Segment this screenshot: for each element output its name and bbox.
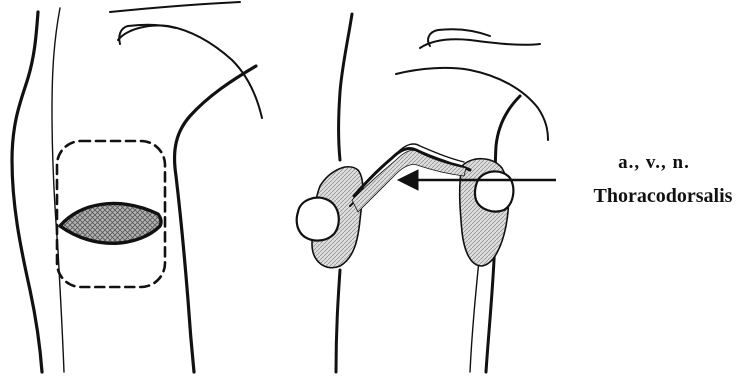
left-arm-outer-contour: [110, 2, 240, 12]
left-axilla-contour: [118, 26, 262, 118]
left-lateral-chest-contour: [175, 66, 256, 372]
right-inner-torso-line: [470, 250, 480, 372]
skin-paddle-ellipse: [60, 204, 161, 244]
left-scapula-line: [52, 8, 64, 372]
right-arm-upper-contour: [420, 39, 540, 48]
left-hand-shape: [119, 25, 176, 44]
right-hand-shape: [428, 29, 490, 46]
flap-right-skin-island: [475, 171, 513, 211]
annotation-label-line1: a., v., n.: [602, 152, 706, 174]
right-panel-raised-flap: [297, 14, 548, 372]
flap-left-skin-island: [297, 198, 339, 241]
annotation-label-line2: Thoracodorsalis: [578, 185, 748, 208]
left-torso-contour: [12, 12, 42, 372]
right-axilla-contour: [396, 68, 548, 140]
arrow-left-icon: [398, 170, 418, 190]
left-panel-donor-site: [12, 2, 262, 372]
